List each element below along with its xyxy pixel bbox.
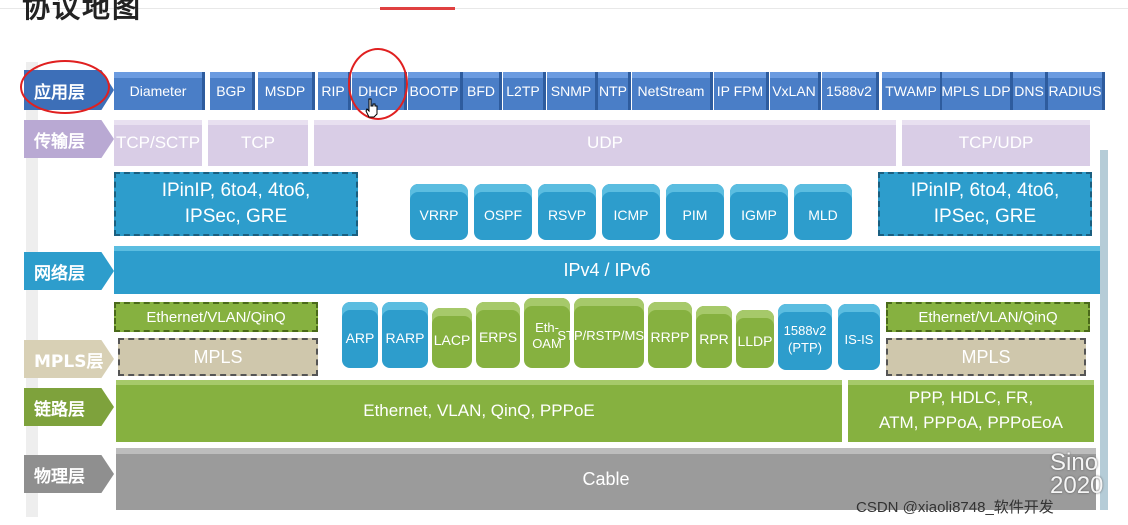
link-protocol-stp-rstp-mstp: STP/RSTP/MSTP: [557, 298, 661, 368]
corner-watermark: Sino 2020: [1050, 449, 1104, 499]
link-protocol-rrpp: RRPP: [648, 302, 692, 368]
ipv4-ipv6-bar: IPv4 / IPv6: [114, 246, 1100, 294]
mpls-box-right: MPLS: [886, 338, 1086, 376]
protocol-box-ntp: NTP: [598, 72, 628, 110]
layer-label-link: 链路层: [24, 388, 114, 426]
mpls-box-left: MPLS: [118, 338, 318, 376]
link-layer-main-bar: Ethernet, VLAN, QinQ, PPPoE: [116, 380, 842, 442]
csdn-credit: CSDN @xiaoli8748_软件开发: [856, 499, 1054, 516]
active-tab-indicator: [380, 7, 455, 10]
protocol-box-ip-fpm: IP FPM: [714, 72, 766, 110]
tunnel-box-right: IPinIP, 6to4, 4to6,IPSec, GRE: [878, 172, 1092, 236]
tunnel-box-left: IPinIP, 6to4, 4to6,IPSec, GRE: [114, 172, 358, 236]
transport-box-udp: UDP: [314, 120, 896, 166]
link-protocol-arp: ARP: [342, 302, 378, 368]
ethernet-vlan-qinq-left: Ethernet/VLAN/QinQ: [114, 302, 318, 332]
transport-box-tcp-udp: TCP/UDP: [902, 120, 1090, 166]
link-layer-wan-box: PPP, HDLC, FR,ATM, PPPoA, PPPoEoA: [848, 380, 1094, 442]
transport-box-tcp: TCP: [208, 120, 308, 166]
protocol-box-dns: DNS: [1013, 72, 1045, 110]
ethernet-vlan-qinq-right: Ethernet/VLAN/QinQ: [886, 302, 1090, 332]
physical-layer-cable: Cable: [116, 448, 1096, 510]
link-protocol-erps: ERPS: [476, 302, 520, 368]
link-protocol-lldp: LLDP: [736, 310, 774, 368]
link-protocol-is-is: IS-IS: [838, 304, 880, 370]
protocol-box-twamp: TWAMP: [882, 72, 940, 110]
layer-label-mpls: MPLS层: [24, 340, 114, 378]
network-protocol-ospf: OSPF: [474, 184, 532, 240]
link-protocol-rpr: RPR: [696, 306, 732, 368]
protocol-box-mpls-ldp: MPLS LDP: [941, 72, 1011, 110]
hand-cursor-icon: [364, 98, 380, 118]
protocol-box-vxlan: VxLAN: [770, 72, 818, 110]
protocol-box-1588v2: 1588v2: [822, 72, 876, 110]
protocol-box-bgp: BGP: [210, 72, 252, 110]
protocol-box-l2tp: L2TP: [503, 72, 543, 110]
network-protocol-igmp: IGMP: [730, 184, 788, 240]
protocol-box-radius: RADIUS: [1048, 72, 1102, 110]
link-protocol-lacp: LACP: [432, 308, 472, 368]
layer-label-physical: 物理层: [24, 455, 114, 493]
protocol-box-bfd: BFD: [463, 72, 499, 110]
highlight-circle-application-layer: [20, 60, 110, 114]
protocol-box-bootp: BOOTP: [408, 72, 460, 110]
protocol-box-snmp: SNMP: [547, 72, 595, 110]
highlight-circle-dhcp: [348, 48, 408, 120]
link-protocol-rarp: RARP: [382, 302, 428, 368]
top-divider: [0, 8, 1128, 9]
layer-label-transport: 传输层: [24, 120, 114, 158]
network-protocol-pim: PIM: [666, 184, 724, 240]
link-protocol-eth-oam: Eth-OAM: [524, 298, 570, 368]
depth-edge: [1100, 150, 1108, 510]
protocol-box-netstream: NetStream: [632, 72, 710, 110]
protocol-box-msdp: MSDP: [258, 72, 312, 110]
protocol-box-rip: RIP: [318, 72, 348, 110]
network-protocol-mld: MLD: [794, 184, 852, 240]
network-protocol-vrrp: VRRP: [410, 184, 468, 240]
network-protocol-rsvp: RSVP: [538, 184, 596, 240]
layer-label-network: 网络层: [24, 252, 114, 290]
link-protocol-1588v2-ptp: 1588v2 (PTP): [778, 304, 832, 370]
transport-box-tcp-sctp: TCP/SCTP: [114, 120, 202, 166]
network-protocol-icmp: ICMP: [602, 184, 660, 240]
page-title: 协议地图: [22, 0, 143, 24]
protocol-box-diameter: Diameter: [114, 72, 202, 110]
